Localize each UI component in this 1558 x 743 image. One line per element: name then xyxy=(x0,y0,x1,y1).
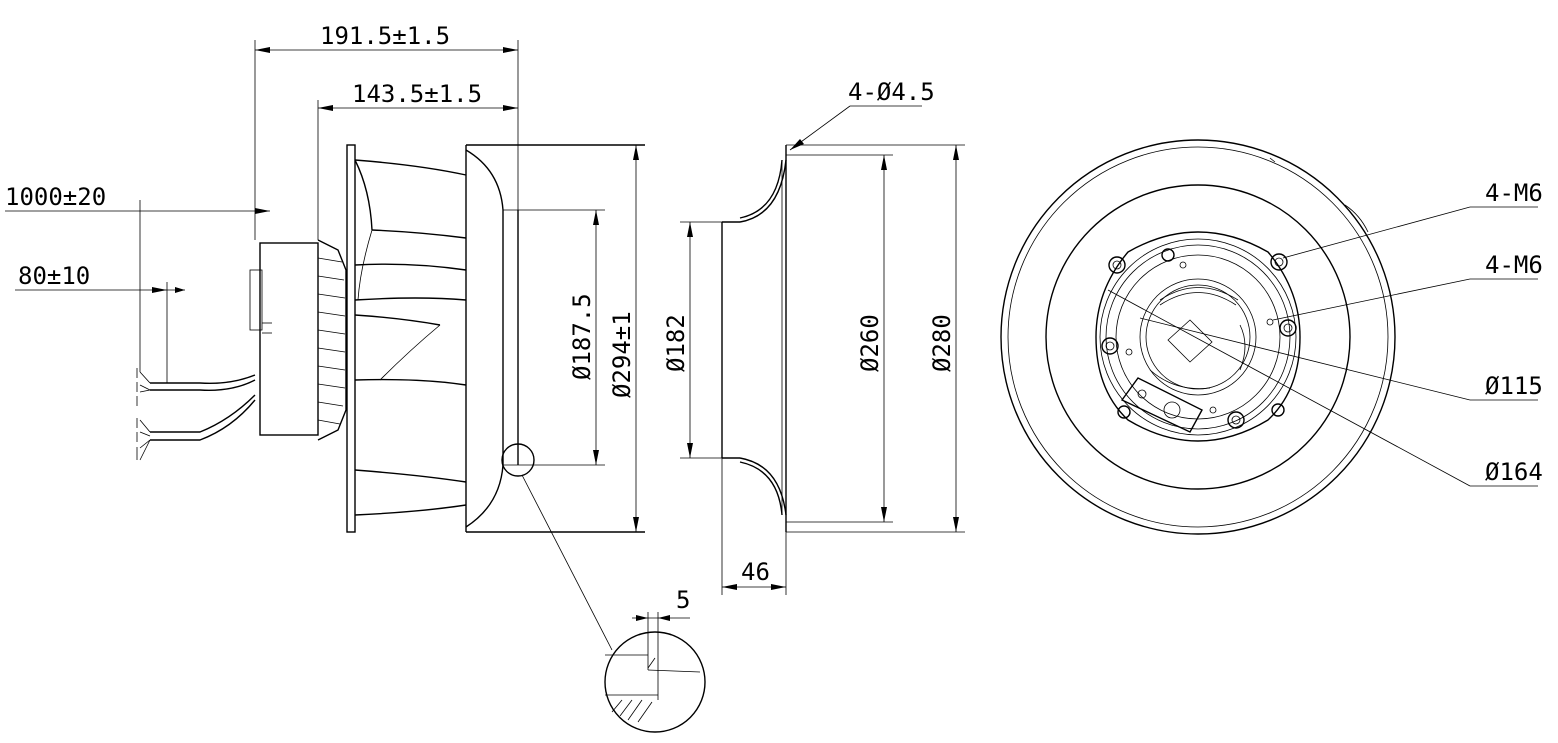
dim-bolt-circle: Ø260 xyxy=(856,155,887,522)
dim-inlet-dia: Ø182 xyxy=(662,222,693,458)
overall-depth-label: 191.5±1.5 xyxy=(320,22,450,50)
dim-mount-holes: 4-Ø4.5 xyxy=(789,78,935,151)
dim-overall-depth: 191.5±1.5 xyxy=(254,22,519,240)
hub-dia-label: Ø115 xyxy=(1485,372,1543,400)
cables xyxy=(136,368,256,461)
detail-gap-label: 5 xyxy=(676,586,690,614)
front-view: 4-M6 4-M6 Ø115 Ø164 xyxy=(1000,139,1543,535)
motor-terminal xyxy=(249,269,263,331)
inlet-depth-label: 46 xyxy=(741,558,770,586)
detail-view: 5 xyxy=(521,474,706,733)
dim-inner-dia: Ø187.5 xyxy=(568,210,599,465)
cable-length-label: 1000±20 xyxy=(5,183,106,211)
side-view: 191.5±1.5 143.5±1.5 1000±20 80±10 xyxy=(5,22,706,733)
shroud xyxy=(465,144,645,533)
back-plate xyxy=(346,144,356,533)
motor-fins xyxy=(317,239,347,441)
flange-dia-label: Ø280 xyxy=(928,314,956,372)
dim-cable-length: 1000±20 xyxy=(5,183,270,372)
cable-strip-label: 80±10 xyxy=(18,262,90,290)
outer-dia-label: Ø294±1 xyxy=(608,311,636,398)
thread-inner-label: 4-M6 xyxy=(1485,251,1543,279)
dim-inlet-depth: 46 xyxy=(721,458,787,595)
inlet-dia-label: Ø182 xyxy=(662,314,690,372)
inner-dia-label: Ø187.5 xyxy=(568,293,596,380)
dim-impeller-depth: 143.5±1.5 xyxy=(317,80,518,240)
front-leaders: 4-M6 4-M6 Ø115 Ø164 xyxy=(1107,179,1543,487)
impeller-depth-label: 143.5±1.5 xyxy=(352,80,482,108)
impeller-blades xyxy=(354,159,467,516)
bolt-circle-label: Ø260 xyxy=(856,314,884,372)
dim-flange-dia: Ø280 xyxy=(928,145,959,532)
mounting-lugs xyxy=(1101,248,1297,429)
dim-outer-dia: Ø294±1 xyxy=(608,145,639,532)
mount-holes-label: 4-Ø4.5 xyxy=(848,78,935,106)
inlet-ring-view: Ø182 Ø260 Ø280 4-Ø4.5 xyxy=(662,78,965,595)
detail-circle-marker xyxy=(501,443,535,477)
dim-cable-strip: 80±10 xyxy=(15,262,185,383)
motor-body xyxy=(259,242,319,436)
motor-dia-label: Ø164 xyxy=(1485,458,1543,486)
thread-outer-label: 4-M6 xyxy=(1485,179,1543,207)
